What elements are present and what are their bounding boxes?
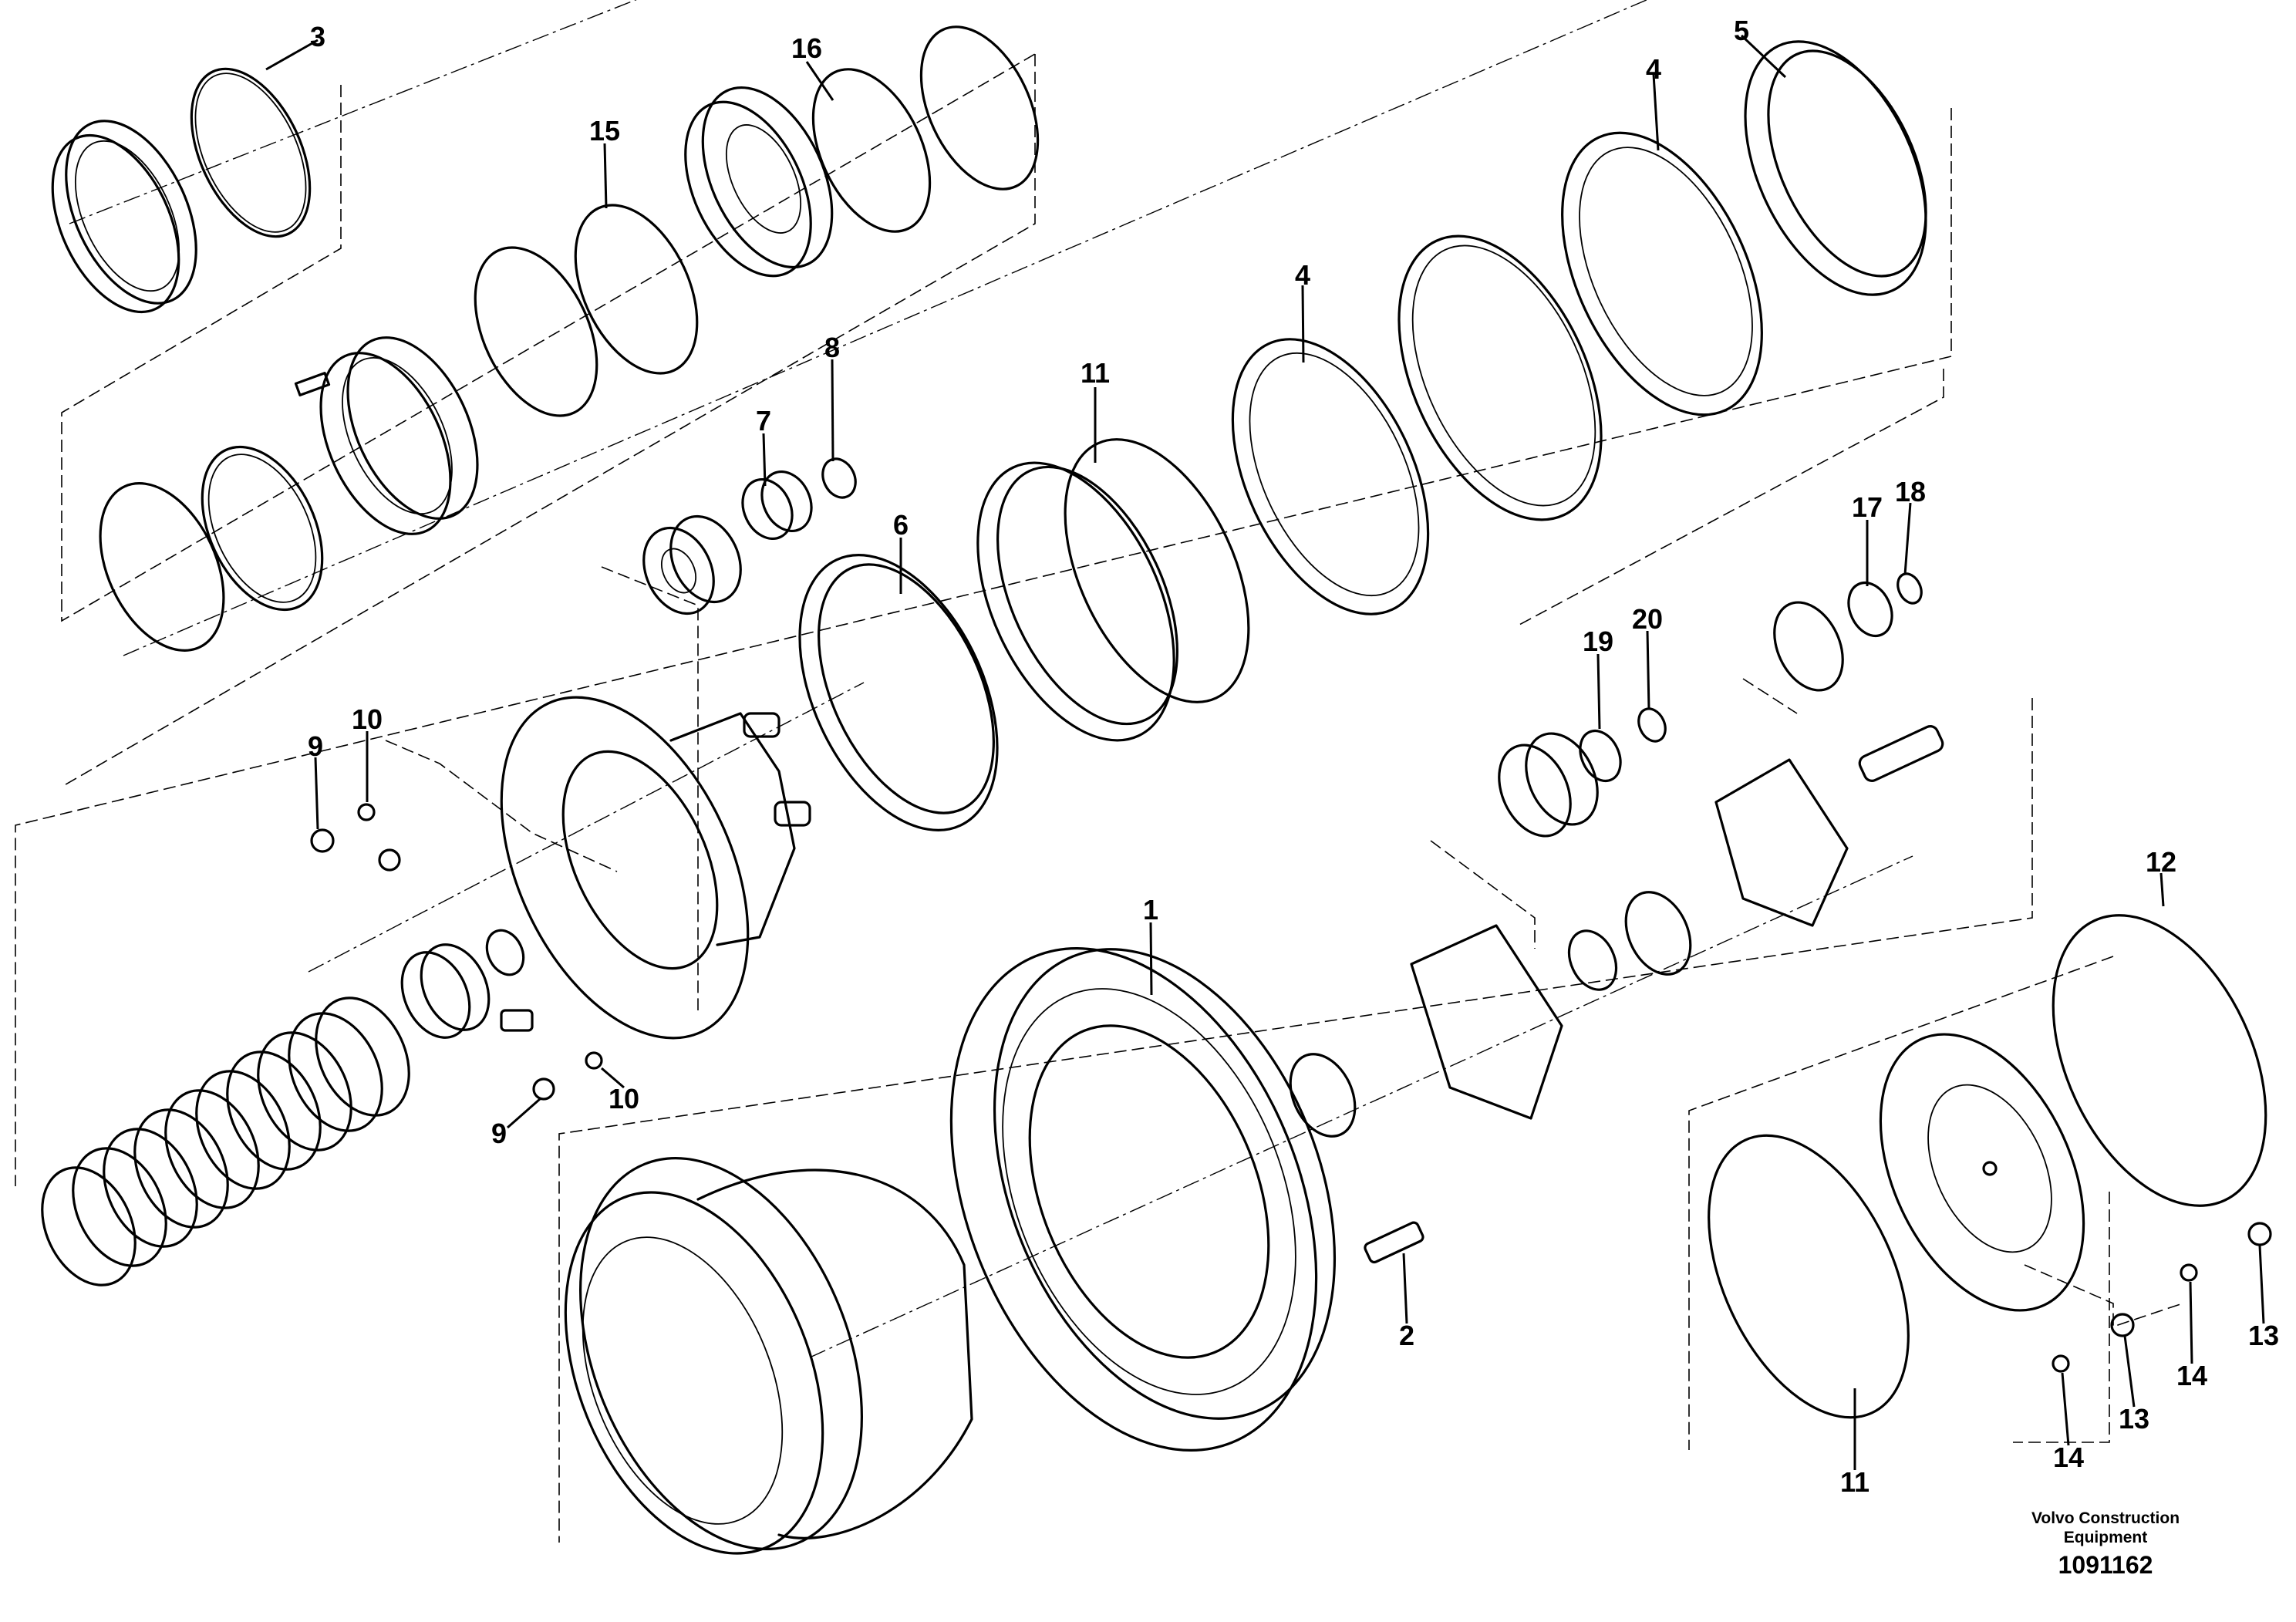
- snap-ring-right: [1567, 929, 1618, 991]
- bearing-17: [1847, 581, 1893, 638]
- hub: [500, 696, 811, 1040]
- callout-labels: 3 16 15 4 5 4 11 8 7 6 17 18 19 20 9 10 1 12 10 9 2 13 14 13 14 1…: [308, 15, 2279, 1498]
- callout-20: 20: [1632, 603, 1663, 635]
- bearing-race: [319, 336, 479, 535]
- callout-9: 9: [308, 730, 323, 762]
- center-axes: [69, 0, 1913, 1358]
- plug-13-right: [2247, 1222, 2272, 1246]
- snap-ring-20: [1637, 707, 1667, 743]
- brand-line-2: Equipment: [2064, 1529, 2148, 1546]
- o-ring-15: [474, 204, 699, 417]
- callout-9: 9: [491, 1118, 507, 1149]
- callout-14: 14: [2053, 1442, 2084, 1473]
- snap-ring-8: [821, 457, 857, 499]
- callout-12: 12: [2146, 846, 2176, 878]
- callout-2: 2: [1399, 1320, 1414, 1351]
- sun-gear: [400, 943, 491, 1039]
- callout-8: 8: [824, 332, 840, 363]
- washer-14-lower: [2052, 1354, 2070, 1373]
- snap-ring: [485, 929, 525, 976]
- leader-lines: [265, 34, 2265, 1470]
- callout-1: 1: [1143, 894, 1158, 926]
- planet-carrier-upper: [1714, 725, 1944, 927]
- callout-10: 10: [609, 1083, 639, 1114]
- assembly-boundaries: [15, 53, 2183, 1543]
- o-ring-3: [190, 67, 312, 238]
- callout-17: 17: [1852, 491, 1883, 523]
- brake-disc-stack: [41, 996, 410, 1286]
- planet-gear-19: [1498, 732, 1599, 838]
- screw: [500, 1009, 534, 1032]
- o-ring-11-lower: [1708, 1134, 1910, 1419]
- seal-ring-housing: [51, 120, 197, 314]
- callout-19: 19: [1583, 626, 1613, 657]
- bolt-2: [1364, 1221, 1424, 1264]
- plug-13-lower: [2110, 1313, 2135, 1337]
- floating-seal-housing: [684, 86, 834, 278]
- callout-6: 6: [893, 509, 909, 541]
- planet-gear-17: [1773, 601, 1844, 692]
- brand-line-1: Volvo Construction: [2031, 1509, 2180, 1527]
- snap-ring-18: [1896, 572, 1923, 605]
- bearing-19: [1579, 729, 1622, 783]
- callout-15: 15: [589, 115, 620, 147]
- sun-gear-right: [1624, 891, 1692, 976]
- planet-carrier-lower: [1410, 924, 1563, 1120]
- callout-11: 11: [1081, 357, 1110, 389]
- callout-13: 13: [2119, 1403, 2149, 1435]
- bearing-4-upper: [1561, 131, 1763, 416]
- planet-gear-7: [642, 514, 742, 615]
- callout-11: 11: [1840, 1466, 1870, 1498]
- bolt-9-lower: [532, 1077, 555, 1101]
- seal-ring: [1397, 234, 1603, 521]
- callout-4: 4: [1646, 53, 1661, 85]
- bolt-9-upper: [310, 828, 335, 853]
- washer-10-lower: [585, 1051, 603, 1070]
- bearing-4-lower: [1231, 338, 1430, 615]
- reference-number: 1091162: [2058, 1551, 2153, 1579]
- callout-4: 4: [1295, 259, 1310, 291]
- callout-16: 16: [791, 32, 822, 64]
- washer-10-upper: [357, 803, 376, 821]
- drum-housing: [564, 1157, 973, 1555]
- plug: [378, 848, 401, 872]
- sprocket-1: [949, 947, 1337, 1452]
- retaining-ring: [99, 445, 324, 652]
- callout-7: 7: [756, 405, 771, 437]
- ring-6: [798, 554, 999, 831]
- needle-bearing-7: [741, 470, 813, 541]
- sun-gear-center: [1289, 1053, 1357, 1138]
- callout-5: 5: [1734, 15, 1749, 46]
- callout-14: 14: [2176, 1360, 2207, 1391]
- callout-18: 18: [1895, 476, 1926, 508]
- callout-13: 13: [2248, 1320, 2279, 1351]
- o-ring-16: [811, 25, 1040, 233]
- lock-nut-5: [1744, 40, 1927, 296]
- spring: [294, 372, 331, 396]
- washer-14-right: [2180, 1263, 2198, 1282]
- o-ring-12: [2052, 914, 2267, 1207]
- floating-seal-11: [976, 438, 1250, 742]
- callout-3: 3: [310, 21, 325, 52]
- callout-10: 10: [352, 703, 383, 735]
- cover: [1879, 1033, 2085, 1312]
